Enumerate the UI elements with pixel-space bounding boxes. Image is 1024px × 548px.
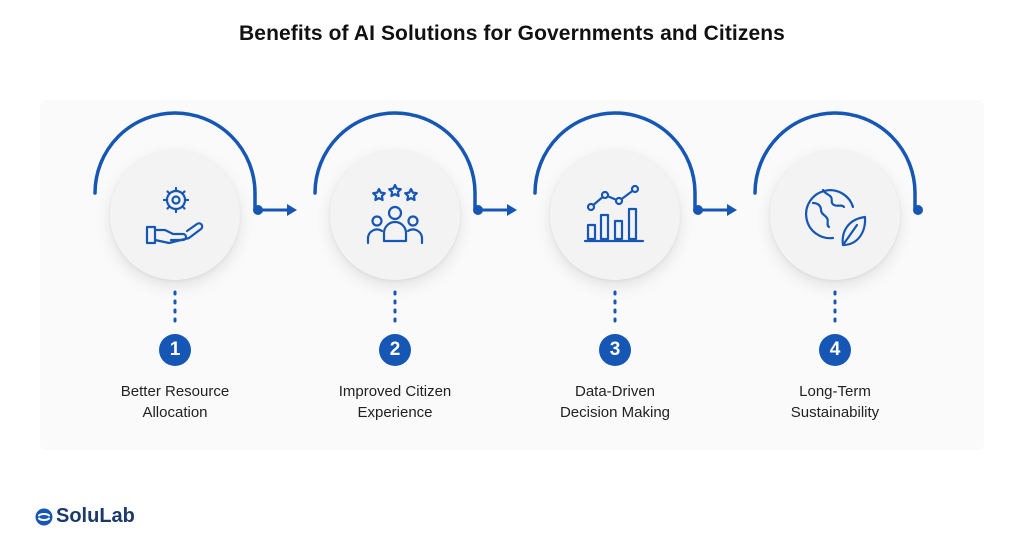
globe-leaf-icon [805,188,867,247]
step-4: 4 Long-Term Sustainability [725,0,945,548]
hand-gear-icon [145,186,204,245]
step-label-line1: Improved Citizen [338,383,452,400]
brand-name: SoluLab [56,505,135,527]
step-number-badge: 2 [379,334,411,366]
solulab-logo-icon [35,508,53,526]
step-label: Long-Term Sustainability [725,381,945,423]
step-number-badge: 4 [819,334,851,366]
step-3: 3 Data-Driven Decision Making [505,0,737,548]
step-label-line1: Data-Driven [574,383,656,400]
step-2: 2 Improved Citizen Experience [285,0,517,548]
step-circle [770,150,900,280]
step-label: Data-Driven Decision Making [505,381,725,423]
bar-chart-trend-icon [583,184,645,243]
step-label-line2: Experience [357,404,433,421]
step-label-line2: Allocation [142,404,208,421]
step-label-line1: Better Resource [120,383,230,400]
step-label-line2: Decision Making [559,404,671,421]
step-circle [550,150,680,280]
step-circle [330,150,460,280]
people-stars-icon [366,183,424,245]
arc-connector [93,111,297,330]
page-title: Benefits of AI Solutions for Governments… [239,22,785,45]
arc-connector [753,111,923,330]
step-label-line1: Long-Term [799,383,871,400]
arc-connector [313,111,517,330]
step-number-badge: 3 [599,334,631,366]
step-1: 1 Better Resource Allocation [65,0,297,548]
step-number-badge: 1 [159,334,191,366]
step-label: Improved Citizen Experience [285,381,505,423]
step-label: Better Resource Allocation [65,381,285,423]
arc-connector [533,111,737,330]
step-circle [110,150,240,280]
step-label-line2: Sustainability [790,404,880,421]
